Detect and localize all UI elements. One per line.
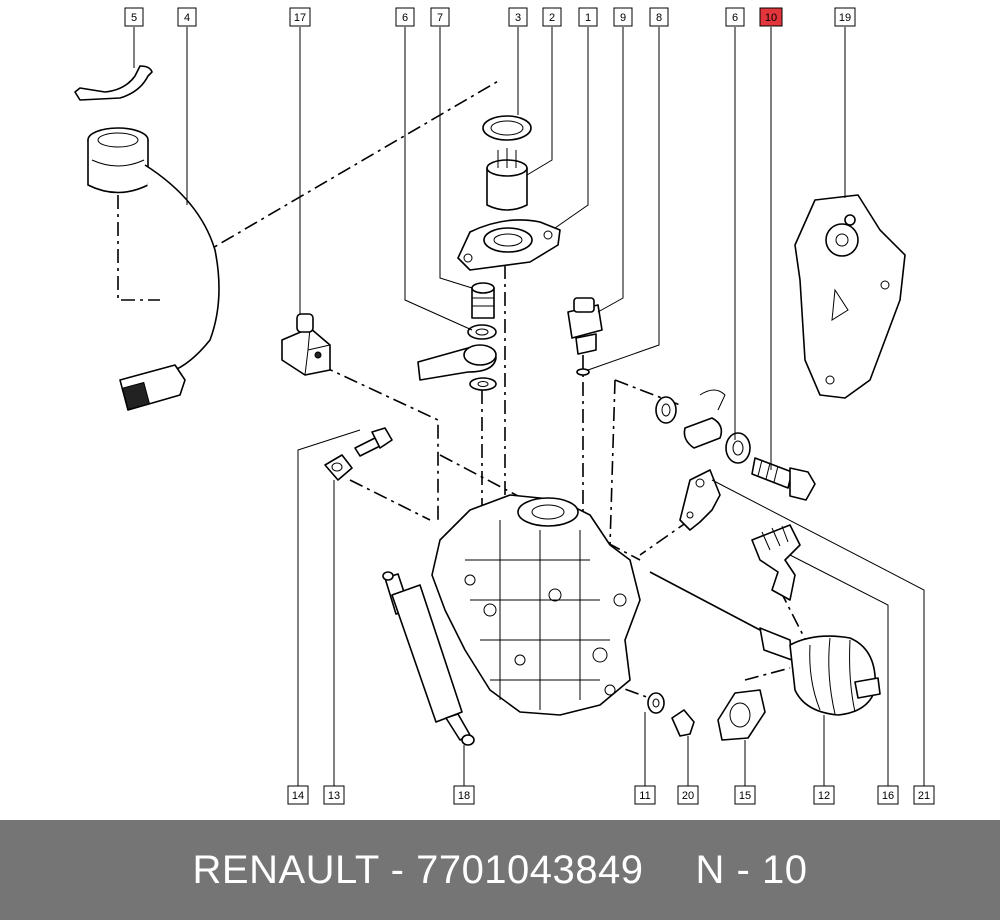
callout-18: 18 — [453, 785, 475, 805]
svg-text:3: 3 — [515, 12, 521, 24]
callout-10-highlighted: 10 — [759, 7, 783, 27]
callout-6-top-right: 6 — [725, 7, 745, 27]
part-info-footer: RENAULT - 7701043849 N - 10 — [0, 820, 1000, 920]
svg-text:15: 15 — [739, 790, 751, 802]
washer-part-11 — [647, 692, 665, 714]
sensor-cable-part-4 — [87, 127, 220, 411]
callout-15: 15 — [734, 785, 756, 805]
svg-text:19: 19 — [839, 12, 851, 24]
svg-text:6: 6 — [732, 12, 738, 24]
svg-text:5: 5 — [131, 12, 137, 24]
callout-14: 14 — [287, 785, 309, 805]
spring-clip-part-16 — [751, 524, 801, 601]
callout-20: 20 — [677, 785, 699, 805]
nut-part-13 — [324, 454, 353, 481]
svg-text:4: 4 — [184, 12, 190, 24]
svg-text:18: 18 — [458, 790, 470, 802]
svg-text:2: 2 — [549, 12, 555, 24]
svg-text:12: 12 — [818, 790, 830, 802]
temperature-sensor-part-9 — [567, 297, 603, 376]
callout-13: 13 — [323, 785, 345, 805]
svg-text:1: 1 — [585, 12, 591, 24]
svg-text:6: 6 — [402, 12, 408, 24]
bolt-part-14 — [354, 427, 393, 457]
svg-text:13: 13 — [328, 790, 340, 802]
lever-plate-part-21 — [679, 469, 721, 531]
svg-text:11: 11 — [639, 790, 650, 802]
bolt-washers-parts-6-10 — [655, 389, 816, 501]
callout-17: 17 — [289, 7, 311, 27]
leader-lines — [133, 27, 925, 786]
svg-text:10: 10 — [765, 12, 777, 24]
callout-2: 2 — [542, 7, 562, 27]
callout-3: 3 — [508, 7, 528, 27]
svg-text:20: 20 — [682, 790, 694, 802]
callout-5: 5 — [124, 7, 144, 27]
callout-21: 21 — [913, 785, 935, 805]
brand-part-number: RENAULT - 7701043849 — [192, 847, 644, 892]
banjo-fitting-parts-6-7 — [417, 282, 497, 391]
svg-text:8: 8 — [656, 12, 662, 24]
svg-text:7: 7 — [437, 12, 443, 24]
injection-pump-body — [431, 494, 641, 716]
diagram-position: N - 10 — [695, 847, 808, 892]
callout-1: 1 — [578, 7, 598, 27]
callout-6-top-left: 6 — [395, 7, 415, 27]
callout-9: 9 — [613, 7, 633, 27]
exploded-parts-diagram: 5 4 17 6 7 3 2 1 9 8 6 10 — [74, 7, 935, 805]
damper-strut-part-18 — [382, 571, 475, 746]
svg-text:17: 17 — [294, 12, 306, 24]
svg-text:16: 16 — [882, 790, 894, 802]
screw-part-20 — [671, 709, 695, 737]
callout-7: 7 — [430, 7, 450, 27]
svg-text:21: 21 — [918, 790, 930, 802]
callout-12: 12 — [813, 785, 835, 805]
svg-text:14: 14 — [292, 790, 304, 802]
clip-part-5 — [74, 65, 153, 101]
callout-11: 11 — [634, 785, 656, 805]
connector-assembly-parts-1-2-3 — [457, 115, 561, 271]
callout-4: 4 — [177, 7, 197, 27]
callout-8: 8 — [649, 7, 669, 27]
callout-19: 19 — [834, 7, 856, 27]
control-cable-part-12 — [649, 571, 881, 716]
solenoid-part-17 — [281, 313, 331, 376]
lock-nut-part-15 — [717, 689, 766, 741]
svg-text:9: 9 — [620, 12, 626, 24]
callout-16: 16 — [877, 785, 899, 805]
mounting-bracket-part-19 — [794, 194, 906, 399]
